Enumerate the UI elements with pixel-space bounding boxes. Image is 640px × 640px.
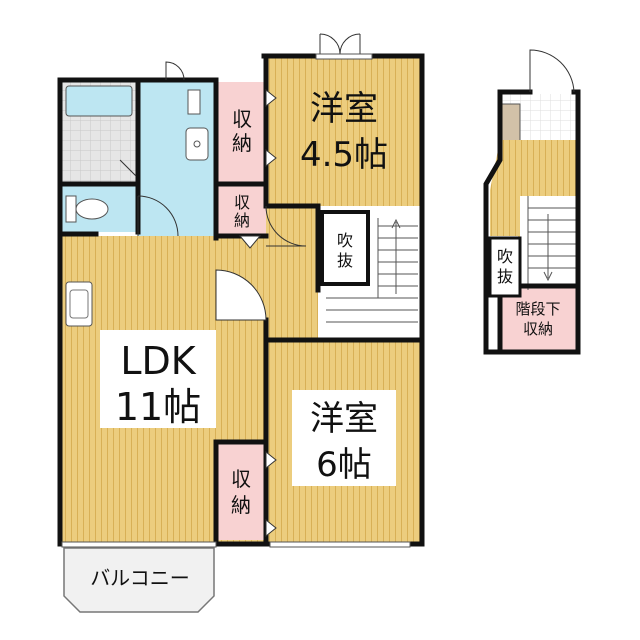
void-loft-label-2: 抜 [497,267,513,286]
washbasin-drain [193,140,201,148]
void-box-main [320,210,370,286]
western-room-north-size: 4.5帖 [300,135,388,175]
ldk-size: 11帖 [115,385,201,429]
under-stairs-label-1: 階段下 [515,300,560,318]
toilet-bowl [75,198,109,220]
hall-floor [266,206,318,340]
washbasin [185,127,209,161]
storage-north-1 [218,82,266,182]
western-room-south-name: 洋室 [310,399,378,439]
loft-door-arc [529,49,575,93]
windows-main [61,53,411,548]
western-room-north-floor [266,56,420,206]
storage-south-label-1: 収 [231,467,251,491]
ldk-name: LDK [120,339,196,383]
under-stairs-label-2: 収納 [523,320,553,338]
stair-section: 吹 抜 階段下 収納 [483,49,581,355]
western-room-south-size: 6帖 [316,445,372,485]
void-loft-label-1: 吹 [497,247,513,266]
storage-north-1-label-2: 納 [232,131,252,155]
main-floor: 洋室 4.5帖 LDK 11帖 洋室 6帖 収 納 収 納 収 納 吹 抜 バル… [57,33,425,613]
storage-door-marks [238,88,277,538]
storage-north-2-label-2: 納 [234,211,250,230]
storage-south-label-2: 納 [231,493,251,517]
void-main-label-1: 吹 [337,231,353,250]
doors-main [119,33,361,321]
void-main-label-2: 抜 [337,251,353,270]
balcony [63,547,215,613]
toilet-tank [65,195,77,223]
storage-north-2-label-1: 収 [234,193,250,212]
storage-north-1-label-1: 収 [232,107,252,131]
ldk-label-bg [100,330,216,428]
storage-north-2 [218,186,266,236]
kitchen-counter [65,281,93,327]
stairs-loft [527,196,576,290]
washer-tap [187,89,201,115]
western-room-south-label-bg [292,390,396,486]
storage-south [216,444,266,540]
kitchen-sink [69,289,89,319]
balcony-label: バルコニー [90,566,190,590]
western-room-north-name: 洋室 [310,89,378,129]
stairs-main [326,218,418,323]
loft-void-box [488,236,522,298]
bathtub [65,85,133,117]
